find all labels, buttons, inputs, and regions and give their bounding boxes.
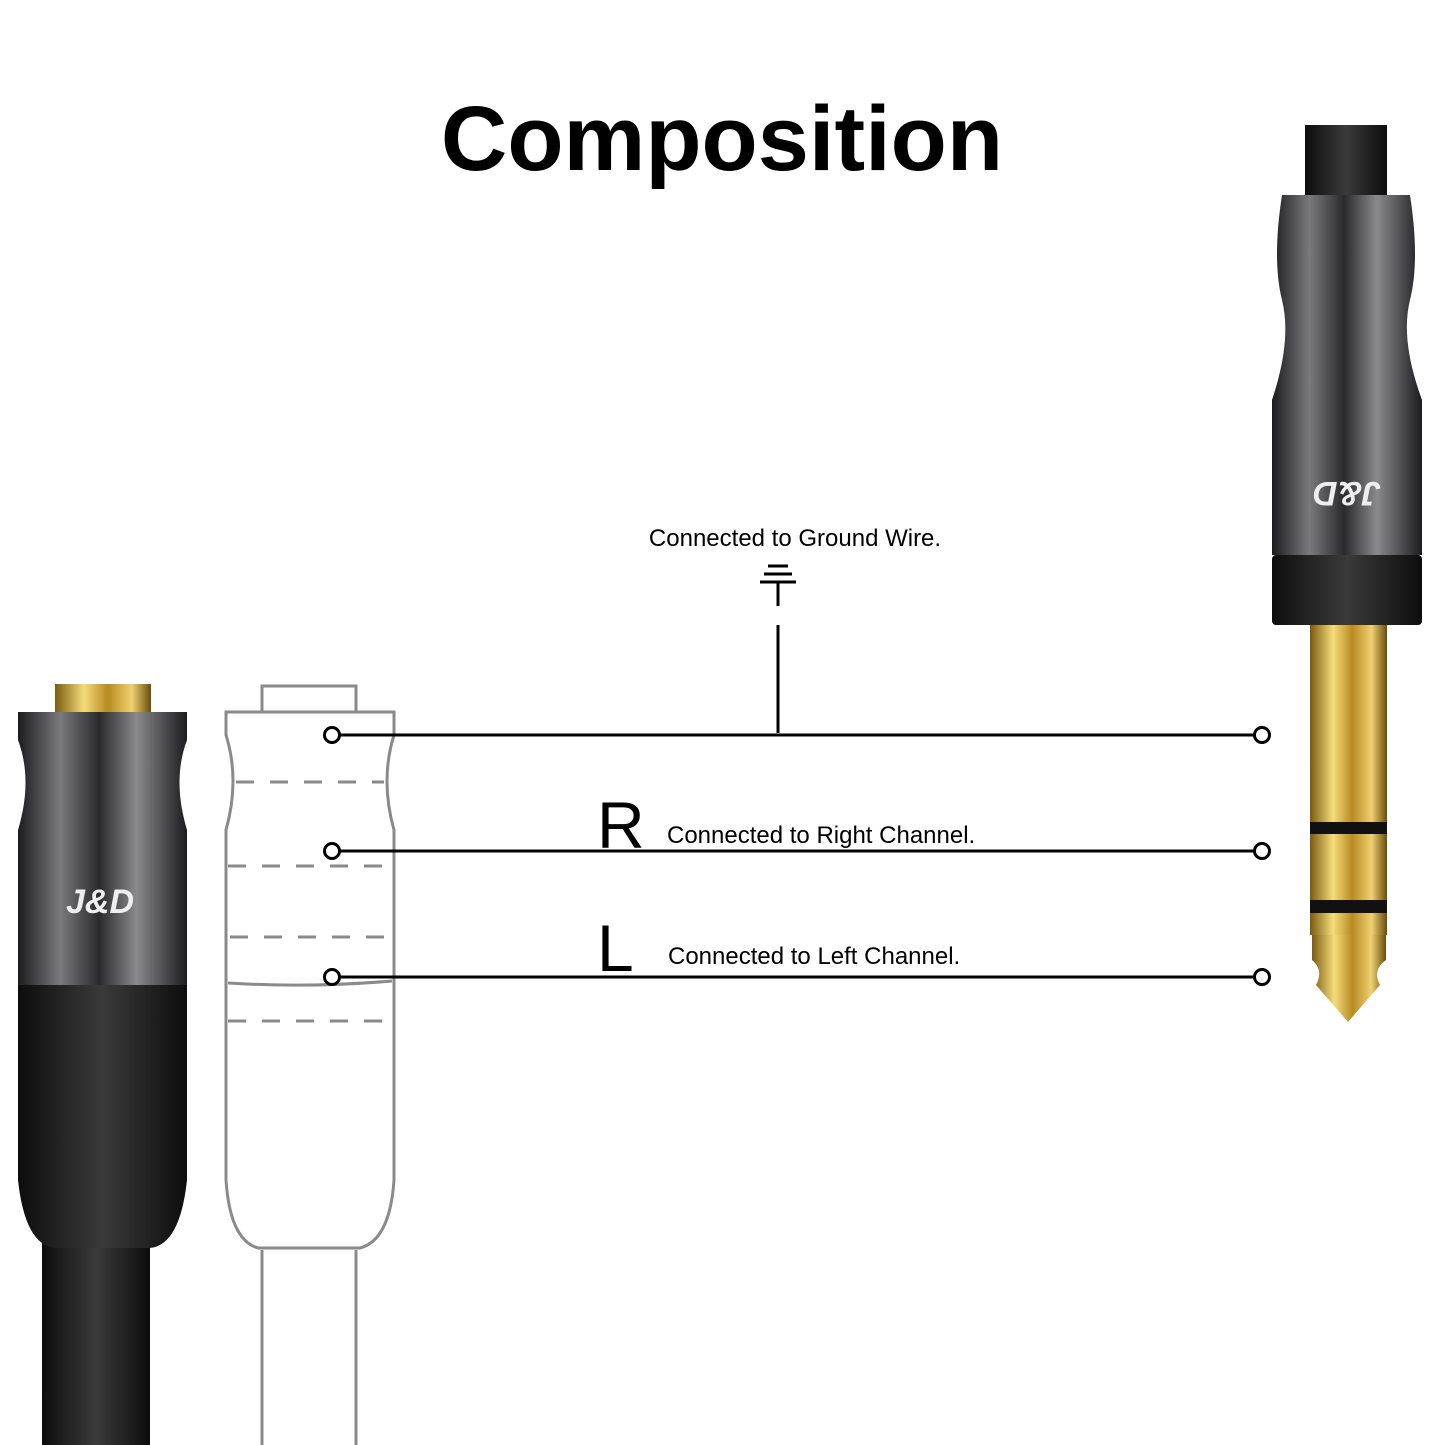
brand-logo-plug: J&D bbox=[1313, 474, 1381, 512]
wiring bbox=[323, 625, 1271, 986]
left-letter: L bbox=[597, 911, 634, 985]
female-jack-image: J&D bbox=[18, 684, 187, 1445]
page-title: Composition bbox=[441, 88, 1003, 190]
connector-outline bbox=[224, 684, 396, 1445]
male-plug-image: J&D bbox=[1272, 125, 1422, 1022]
left-label: Connected to Left Channel. bbox=[668, 943, 960, 970]
ground-label: Connected to Ground Wire. bbox=[649, 525, 941, 552]
right-letter: R bbox=[597, 788, 645, 862]
brand-logo: J&D bbox=[66, 883, 134, 921]
right-label: Connected to Right Channel. bbox=[667, 822, 975, 849]
ground-icon bbox=[760, 564, 796, 606]
